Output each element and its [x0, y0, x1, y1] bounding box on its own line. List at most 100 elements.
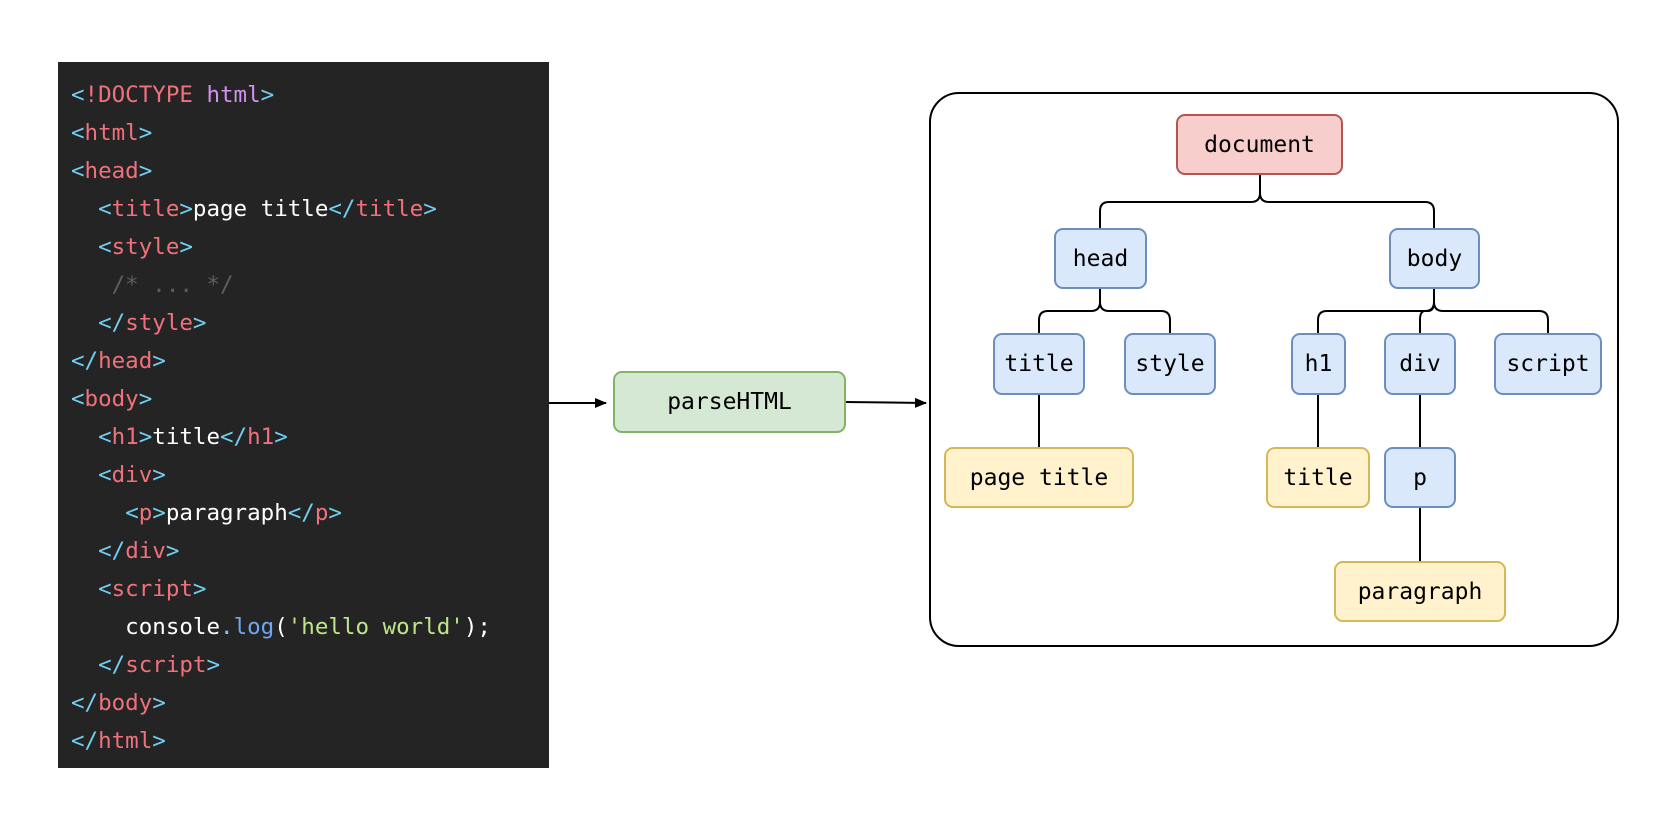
- code-token: div: [125, 538, 166, 564]
- code-token: .: [220, 614, 234, 640]
- arrow-parse-to-tree: [844, 397, 927, 408]
- code-token: <: [71, 386, 85, 412]
- code-token: >: [152, 500, 166, 526]
- code-token: >: [138, 120, 153, 146]
- code-token: log: [233, 614, 275, 640]
- tree-node-p-label: p: [1413, 464, 1427, 491]
- code-line: </script>: [71, 646, 220, 684]
- code-token: (: [274, 614, 288, 640]
- tree-node-style-label: style: [1135, 351, 1205, 377]
- code-token: p: [314, 500, 329, 526]
- code-token: <: [98, 462, 112, 488]
- code-token: head: [98, 348, 153, 374]
- code-token: </: [98, 538, 126, 564]
- code-token: >: [152, 728, 166, 754]
- parse-html-label: parseHTML: [667, 389, 792, 415]
- tree-text-h1-title-label: title: [1283, 464, 1353, 491]
- code-token: <: [125, 500, 139, 526]
- code-token: p: [138, 500, 153, 526]
- code-token: >: [260, 82, 275, 108]
- code-line: <title>page title</title>: [71, 190, 437, 228]
- code-token: <: [71, 158, 85, 184]
- code-token: >: [179, 234, 193, 260]
- code-token: );: [463, 614, 491, 640]
- code-token: html: [98, 728, 153, 754]
- code-token: page title: [192, 196, 329, 222]
- tree-node-style: style: [1124, 333, 1216, 395]
- code-token: </: [98, 310, 126, 336]
- code-line: </div>: [71, 532, 179, 570]
- code-token: h1: [111, 424, 139, 450]
- code-token: h1: [247, 424, 275, 450]
- code-token: >: [179, 196, 193, 222]
- code-line: <p>paragraph</p>: [71, 494, 342, 532]
- code-token: <: [98, 196, 112, 222]
- code-token: </: [71, 728, 99, 754]
- code-line: </body>: [71, 684, 166, 722]
- tree-node-script-label: script: [1506, 351, 1590, 377]
- code-token: </: [71, 690, 99, 716]
- code-token: >: [274, 424, 288, 450]
- tree-node-body-label: body: [1406, 245, 1463, 272]
- code-token: style: [125, 310, 193, 336]
- code-line: </html>: [71, 722, 166, 760]
- code-token: <: [98, 424, 112, 450]
- code-token: </: [220, 424, 248, 450]
- code-line: /* ... */: [71, 266, 234, 304]
- edge-head-style: [1099, 289, 1171, 333]
- code-token: <: [98, 576, 112, 602]
- code-token: >: [152, 348, 166, 374]
- code-token: 'hello world': [287, 614, 464, 640]
- code-token: paragraph: [165, 500, 288, 526]
- tree-node-script: script: [1494, 333, 1602, 395]
- code-token: >: [165, 538, 180, 564]
- tree-node-head-label: head: [1072, 245, 1129, 272]
- code-token: >: [152, 462, 166, 488]
- code-token: >: [152, 690, 166, 716]
- code-token: script: [125, 652, 207, 678]
- tree-node-title-label: title: [1004, 351, 1074, 377]
- code-line: <body>: [71, 380, 152, 418]
- code-token: </: [98, 652, 126, 678]
- code-token: head: [84, 158, 139, 184]
- tree-node-document: document: [1176, 114, 1343, 175]
- code-token: body: [98, 690, 153, 716]
- tree-text-h1-title: title: [1266, 447, 1370, 508]
- code-token: /* ... */: [71, 272, 234, 298]
- code-token: >: [423, 196, 437, 222]
- code-line: <head>: [71, 152, 152, 190]
- tree-text-page-title-label: page title: [969, 464, 1109, 491]
- code-token: >: [328, 500, 342, 526]
- code-token: <: [98, 234, 112, 260]
- code-line: </style>: [71, 304, 206, 342]
- tree-node-head: head: [1054, 228, 1147, 289]
- code-token: >: [138, 424, 153, 450]
- code-token: title: [355, 196, 424, 222]
- code-line: <!DOCTYPE html>: [71, 76, 274, 114]
- code-token: console: [71, 614, 221, 640]
- code-token: !DOCTYPE: [84, 82, 193, 108]
- dom-tree-frame: [929, 92, 1619, 647]
- tree-node-div-label: div: [1399, 351, 1441, 377]
- code-token: title: [152, 424, 221, 450]
- code-token: <: [71, 120, 85, 146]
- code-token: >: [138, 158, 153, 184]
- tree-node-h1: h1: [1291, 333, 1346, 395]
- code-token: title: [111, 196, 180, 222]
- code-token: html: [84, 120, 139, 146]
- edge-body-script: [1433, 289, 1549, 333]
- tree-node-title: title: [993, 333, 1085, 395]
- code-token: div: [111, 462, 153, 488]
- code-token: script: [111, 576, 193, 602]
- code-line: console.log('hello world');: [71, 608, 491, 646]
- tree-text-paragraph-label: paragraph: [1357, 578, 1483, 605]
- tree-node-p: p: [1384, 447, 1456, 508]
- tree-text-page-title: page title: [944, 447, 1134, 508]
- code-line: <h1>title</h1>: [71, 418, 288, 456]
- code-token: <: [71, 82, 85, 108]
- parse-html-process: parseHTML: [613, 371, 846, 433]
- code-token: </: [287, 500, 315, 526]
- code-token: </: [71, 348, 99, 374]
- code-line: </head>: [71, 342, 166, 380]
